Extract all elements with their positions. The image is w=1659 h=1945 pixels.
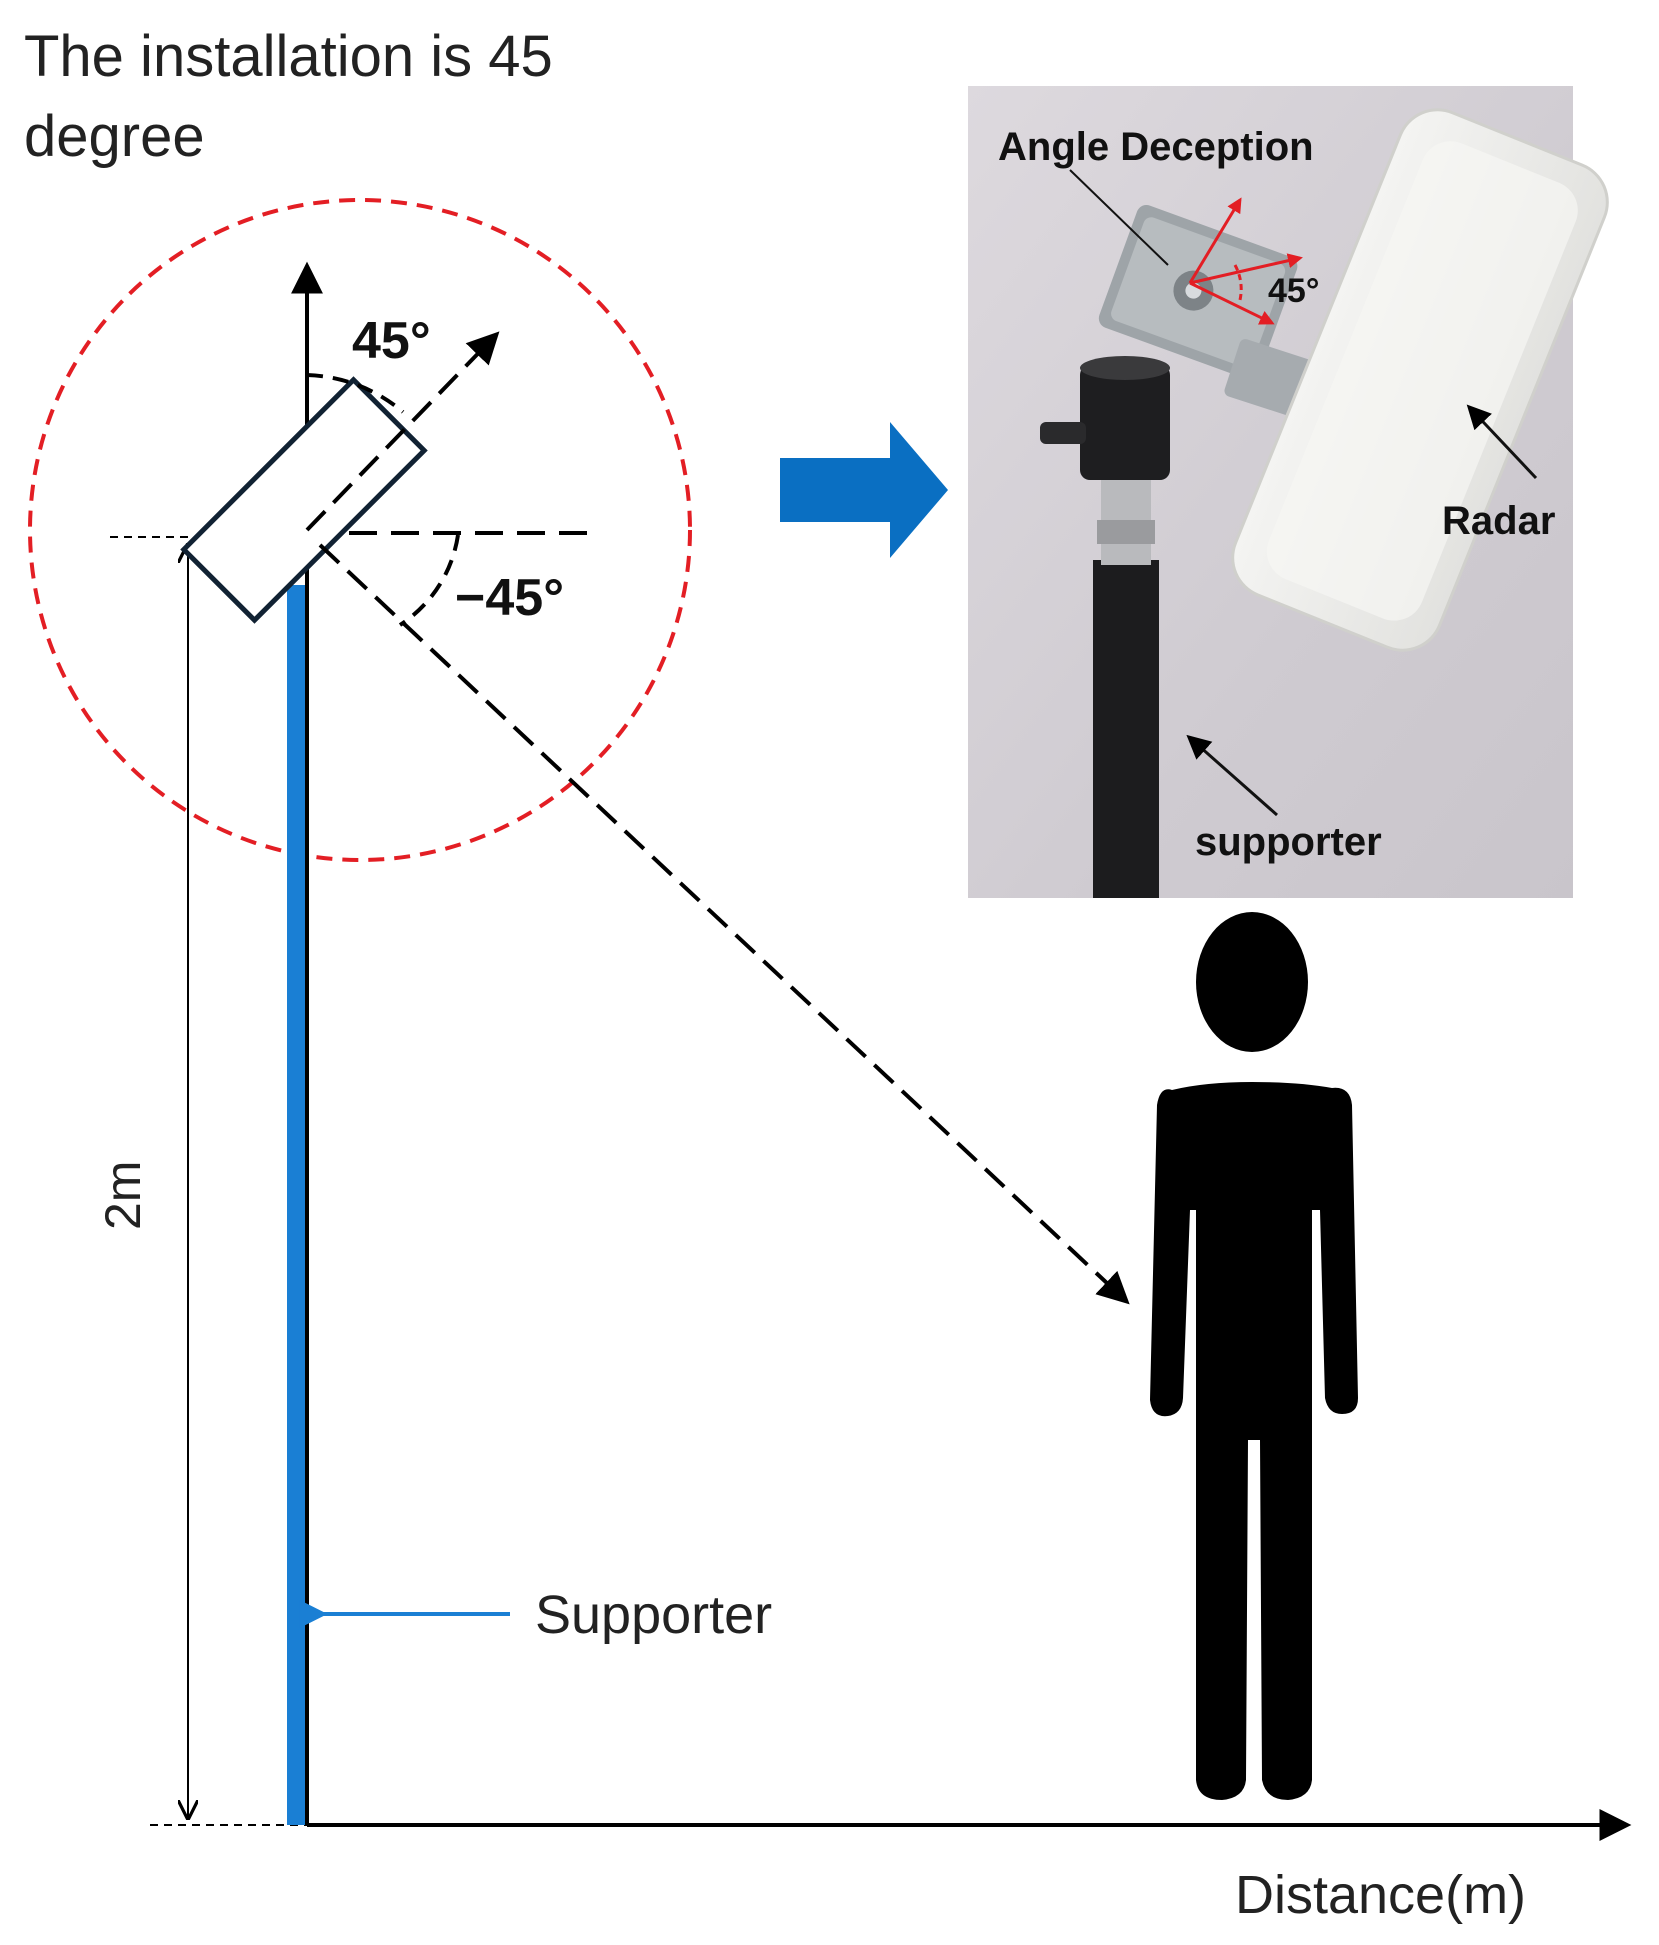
angle-arc-up — [306, 373, 405, 414]
supporter-label: Supporter — [535, 1585, 772, 1645]
radar-box — [180, 376, 428, 624]
person-silhouette-icon — [1150, 912, 1358, 1800]
angle-down-label: −45° — [455, 569, 564, 627]
angle-arc-down — [398, 534, 460, 627]
right-arrow-icon — [780, 422, 948, 558]
beam-up-arrow — [305, 331, 500, 532]
height-label: 2m — [95, 1161, 151, 1230]
beam-down-arrow — [318, 543, 1130, 1305]
x-axis-label: Distance(m) — [1235, 1865, 1526, 1925]
title-line-1: The installation is 45 — [24, 24, 553, 89]
title-line-2: degree — [24, 104, 205, 169]
supporter-pole — [287, 585, 305, 1825]
radar-photo: Angle Deception 45° Radar supporter — [968, 86, 1609, 898]
detection-circle — [28, 198, 692, 862]
photo-supporter-label: supporter — [1195, 820, 1382, 864]
angle-up-label: 45° — [352, 312, 431, 370]
photo-angle-label: Angle Deception — [998, 125, 1314, 169]
photo-angle-value: 45° — [1268, 272, 1319, 310]
photo-radar-label: Radar — [1442, 499, 1555, 543]
